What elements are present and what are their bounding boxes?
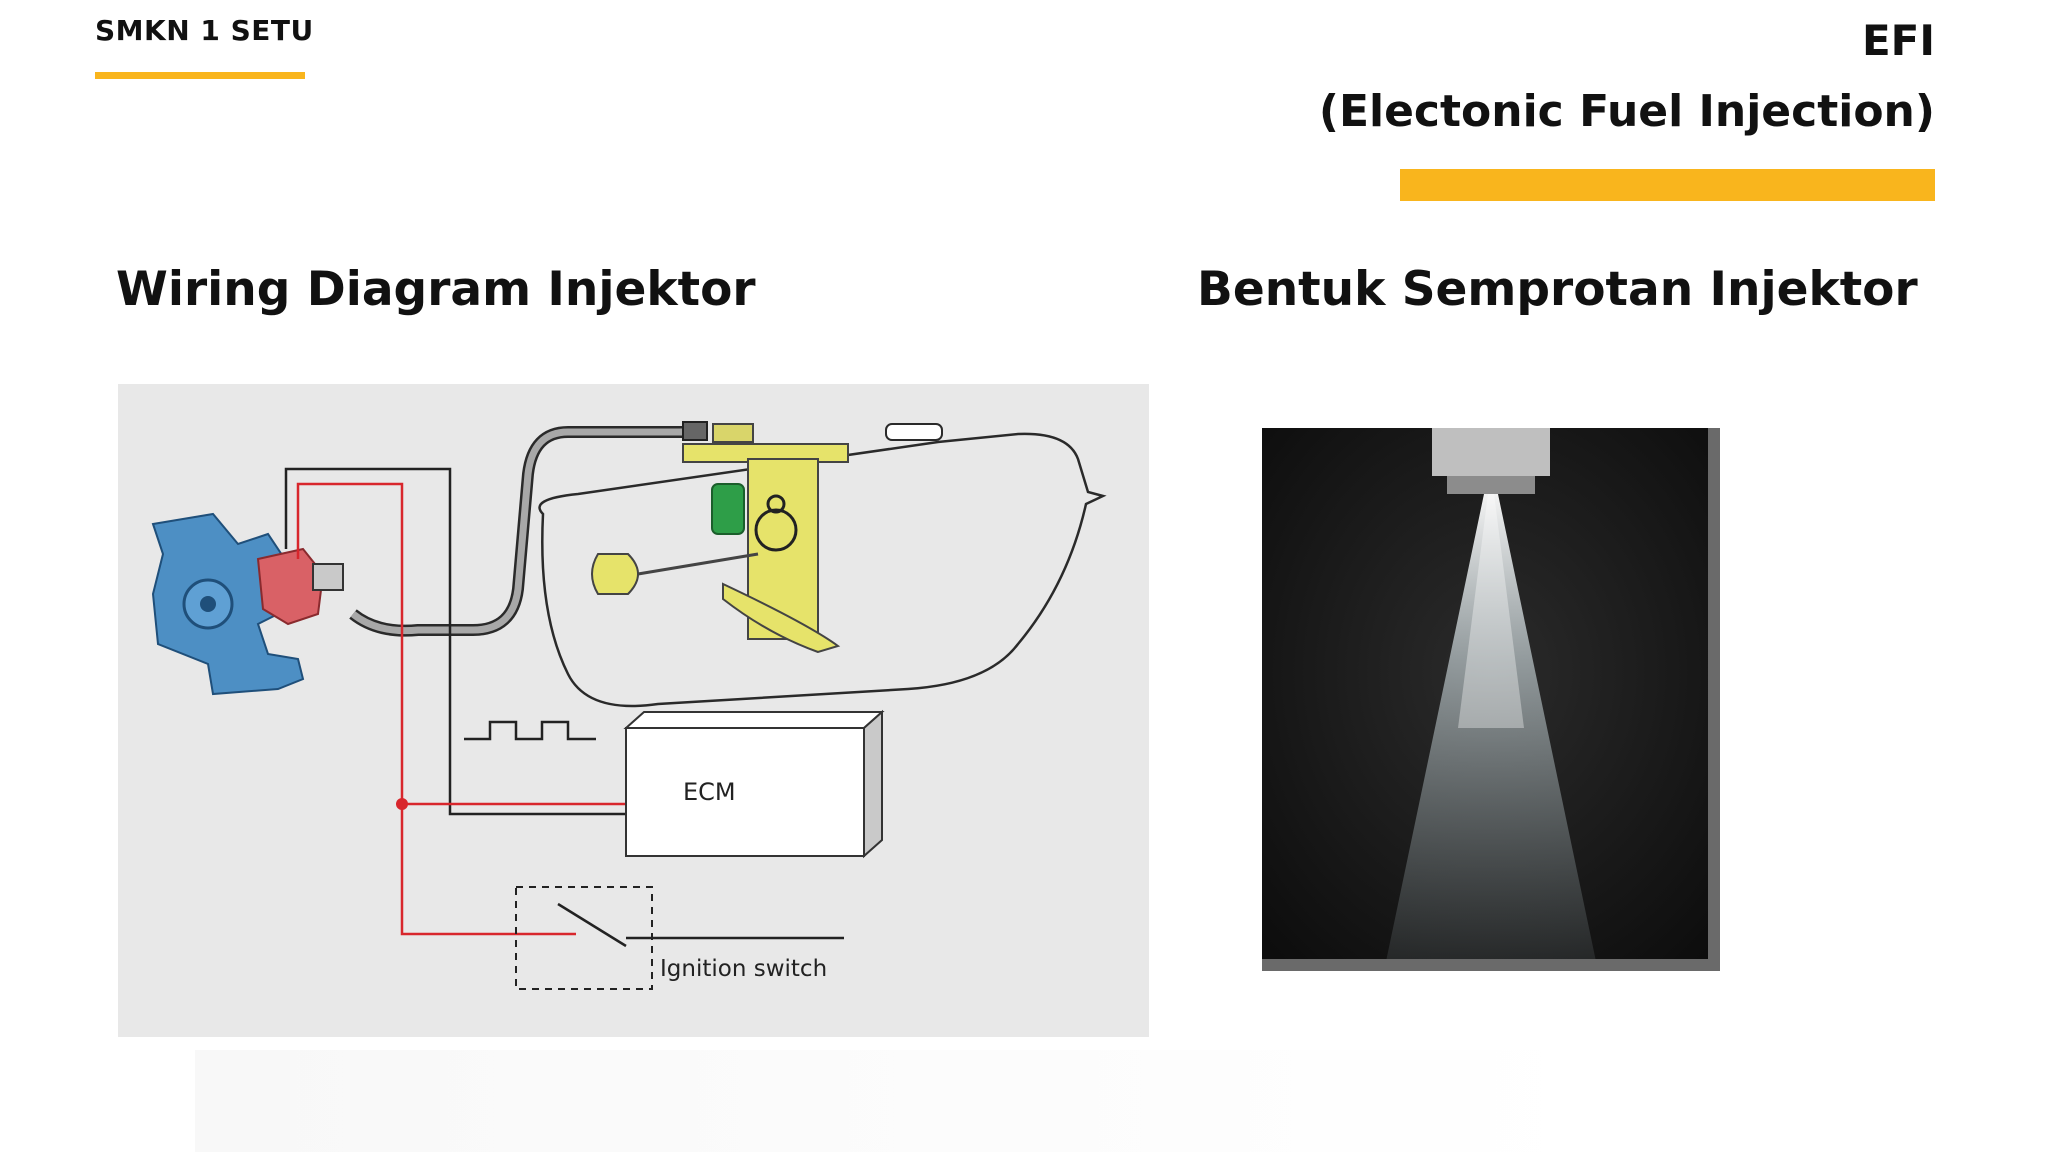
brand-label: SMKN 1 SETU [95, 14, 314, 47]
pulse-signal [464, 720, 596, 741]
tank-cap [885, 423, 943, 441]
injector-nozzle [1432, 428, 1550, 476]
black-wire [284, 467, 628, 816]
fuel-tank-outline [538, 432, 1107, 708]
wire-junction [396, 798, 408, 810]
slide-title: EFI [1861, 16, 1935, 65]
brand-underline [95, 72, 305, 79]
slide-subtitle: (Electonic Fuel Injection) [1318, 86, 1935, 137]
engine-throttle-body [151, 512, 344, 696]
spray-pattern-heading: Bentuk Semprotan Injektor [1197, 262, 1918, 317]
ignition-label: Ignition switch [660, 956, 827, 982]
wiring-diagram: ECM Ignition switch [118, 384, 1149, 1037]
background-fade [195, 1050, 1595, 1152]
spray-cone [1384, 494, 1598, 971]
red-wire [296, 482, 576, 936]
injector-spray-image [1262, 428, 1720, 971]
title-accent-bar [1400, 169, 1935, 201]
ecm-label: ECM [683, 778, 736, 806]
fuel-pump [591, 421, 849, 654]
ignition-switch: Ignition switch [515, 886, 844, 990]
ecm-box: ECM [623, 709, 885, 859]
wiring-diagram-heading: Wiring Diagram Injektor [116, 262, 756, 317]
